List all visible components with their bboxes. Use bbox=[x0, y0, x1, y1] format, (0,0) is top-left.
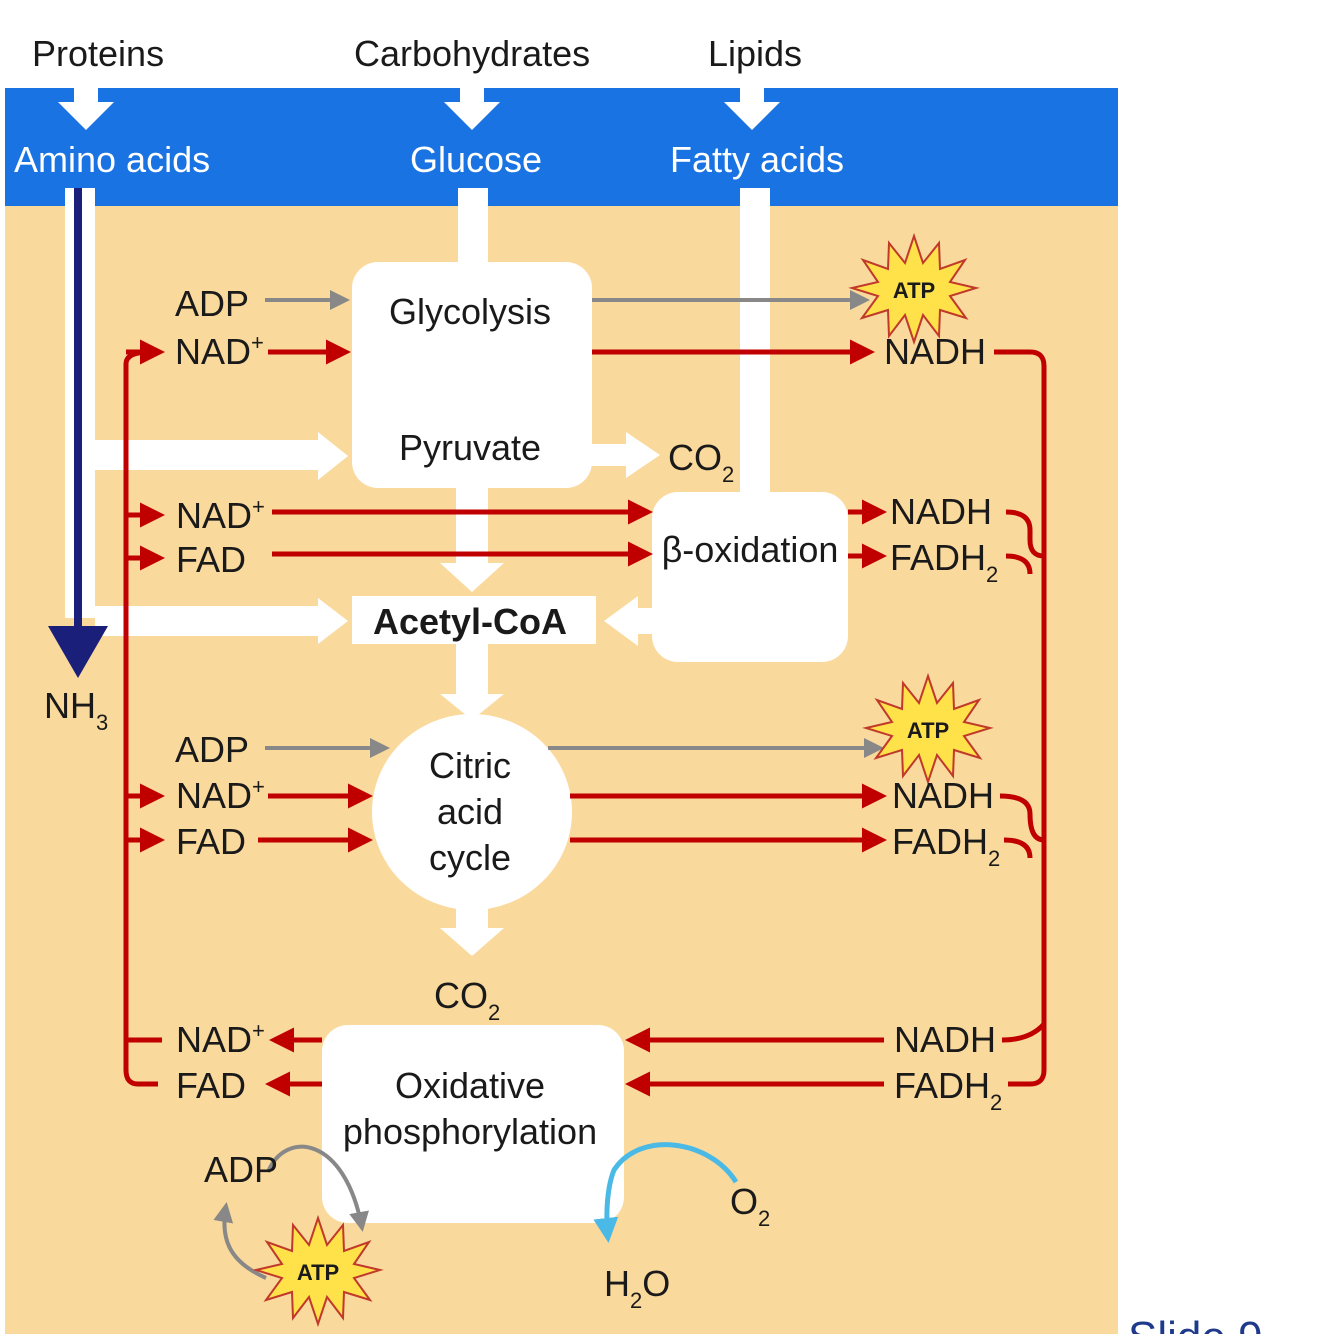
source-arrows bbox=[58, 82, 780, 130]
co2-label: CO2 bbox=[434, 975, 500, 1025]
citric-label-line3: cycle bbox=[429, 837, 511, 878]
acetyl-coa-box bbox=[352, 596, 596, 644]
nadh-label: NADH bbox=[884, 331, 986, 372]
glycolysis-label: Glycolysis bbox=[389, 291, 551, 332]
oxygen-to-water-arrow bbox=[593, 1142, 739, 1243]
fadh2-label: FADH2 bbox=[892, 821, 1000, 871]
slide-number: Slide 9 bbox=[1128, 1313, 1263, 1334]
atp-burst-citric: ATP bbox=[862, 672, 994, 786]
amino-acids-label: Amino acids bbox=[14, 139, 210, 180]
fad-label: FAD bbox=[176, 821, 246, 862]
fadh2-label: FADH2 bbox=[894, 1065, 1002, 1115]
oxphos-label-line2: phosphorylation bbox=[343, 1111, 597, 1152]
beta-oxidation-label: β-oxidation bbox=[662, 529, 839, 570]
fatty-acids-label: Fatty acids bbox=[670, 139, 844, 180]
nad-label: NAD+ bbox=[176, 774, 265, 816]
pyruvate-label: Pyruvate bbox=[399, 427, 541, 468]
oxidative-phosphorylation-box bbox=[322, 1025, 624, 1223]
h2o-label: H2O bbox=[604, 1263, 670, 1313]
nadh-label: NADH bbox=[892, 775, 994, 816]
carbohydrates-label: Carbohydrates bbox=[354, 33, 590, 74]
nad-label: NAD+ bbox=[176, 494, 265, 536]
atp-burst-glycolysis: ATP bbox=[848, 232, 980, 346]
blue-band bbox=[5, 88, 1118, 206]
beta-oxidation-box bbox=[652, 492, 848, 662]
atp-label: ATP bbox=[893, 278, 935, 303]
citric-acid-cycle-circle bbox=[372, 714, 572, 910]
citric-label-line2: acid bbox=[437, 791, 503, 832]
co2-label: CO2 bbox=[668, 437, 734, 487]
nad-label: NAD+ bbox=[175, 330, 264, 372]
nh3-label: NH3 bbox=[44, 685, 108, 735]
o2-label: O2 bbox=[730, 1181, 770, 1231]
acetyl-coa-label: Acetyl-CoA bbox=[373, 601, 567, 642]
nadh-label: NADH bbox=[890, 491, 992, 532]
ammonia-arrow bbox=[48, 188, 108, 678]
nadh-label: NADH bbox=[894, 1019, 996, 1060]
red-arrows bbox=[123, 339, 1047, 1097]
fadh2-label: FADH2 bbox=[890, 537, 998, 587]
adp-label: ADP bbox=[204, 1149, 278, 1190]
lipids-label: Lipids bbox=[708, 33, 802, 74]
gray-arrows bbox=[213, 290, 884, 1280]
glucose-label: Glucose bbox=[410, 139, 542, 180]
citric-label-line1: Citric bbox=[429, 745, 511, 786]
atp-label: ATP bbox=[907, 718, 949, 743]
oxphos-label-line1: Oxidative bbox=[395, 1065, 545, 1106]
nad-label: NAD+ bbox=[176, 1018, 265, 1060]
proteins-label: Proteins bbox=[32, 33, 164, 74]
adp-label: ADP bbox=[175, 283, 249, 324]
fad-label: FAD bbox=[176, 1065, 246, 1106]
adp-label: ADP bbox=[175, 729, 249, 770]
atp-label: ATP bbox=[297, 1260, 339, 1285]
glycolysis-box bbox=[352, 262, 592, 488]
fad-label: FAD bbox=[176, 539, 246, 580]
atp-burst-oxphos: ATP bbox=[252, 1214, 384, 1328]
